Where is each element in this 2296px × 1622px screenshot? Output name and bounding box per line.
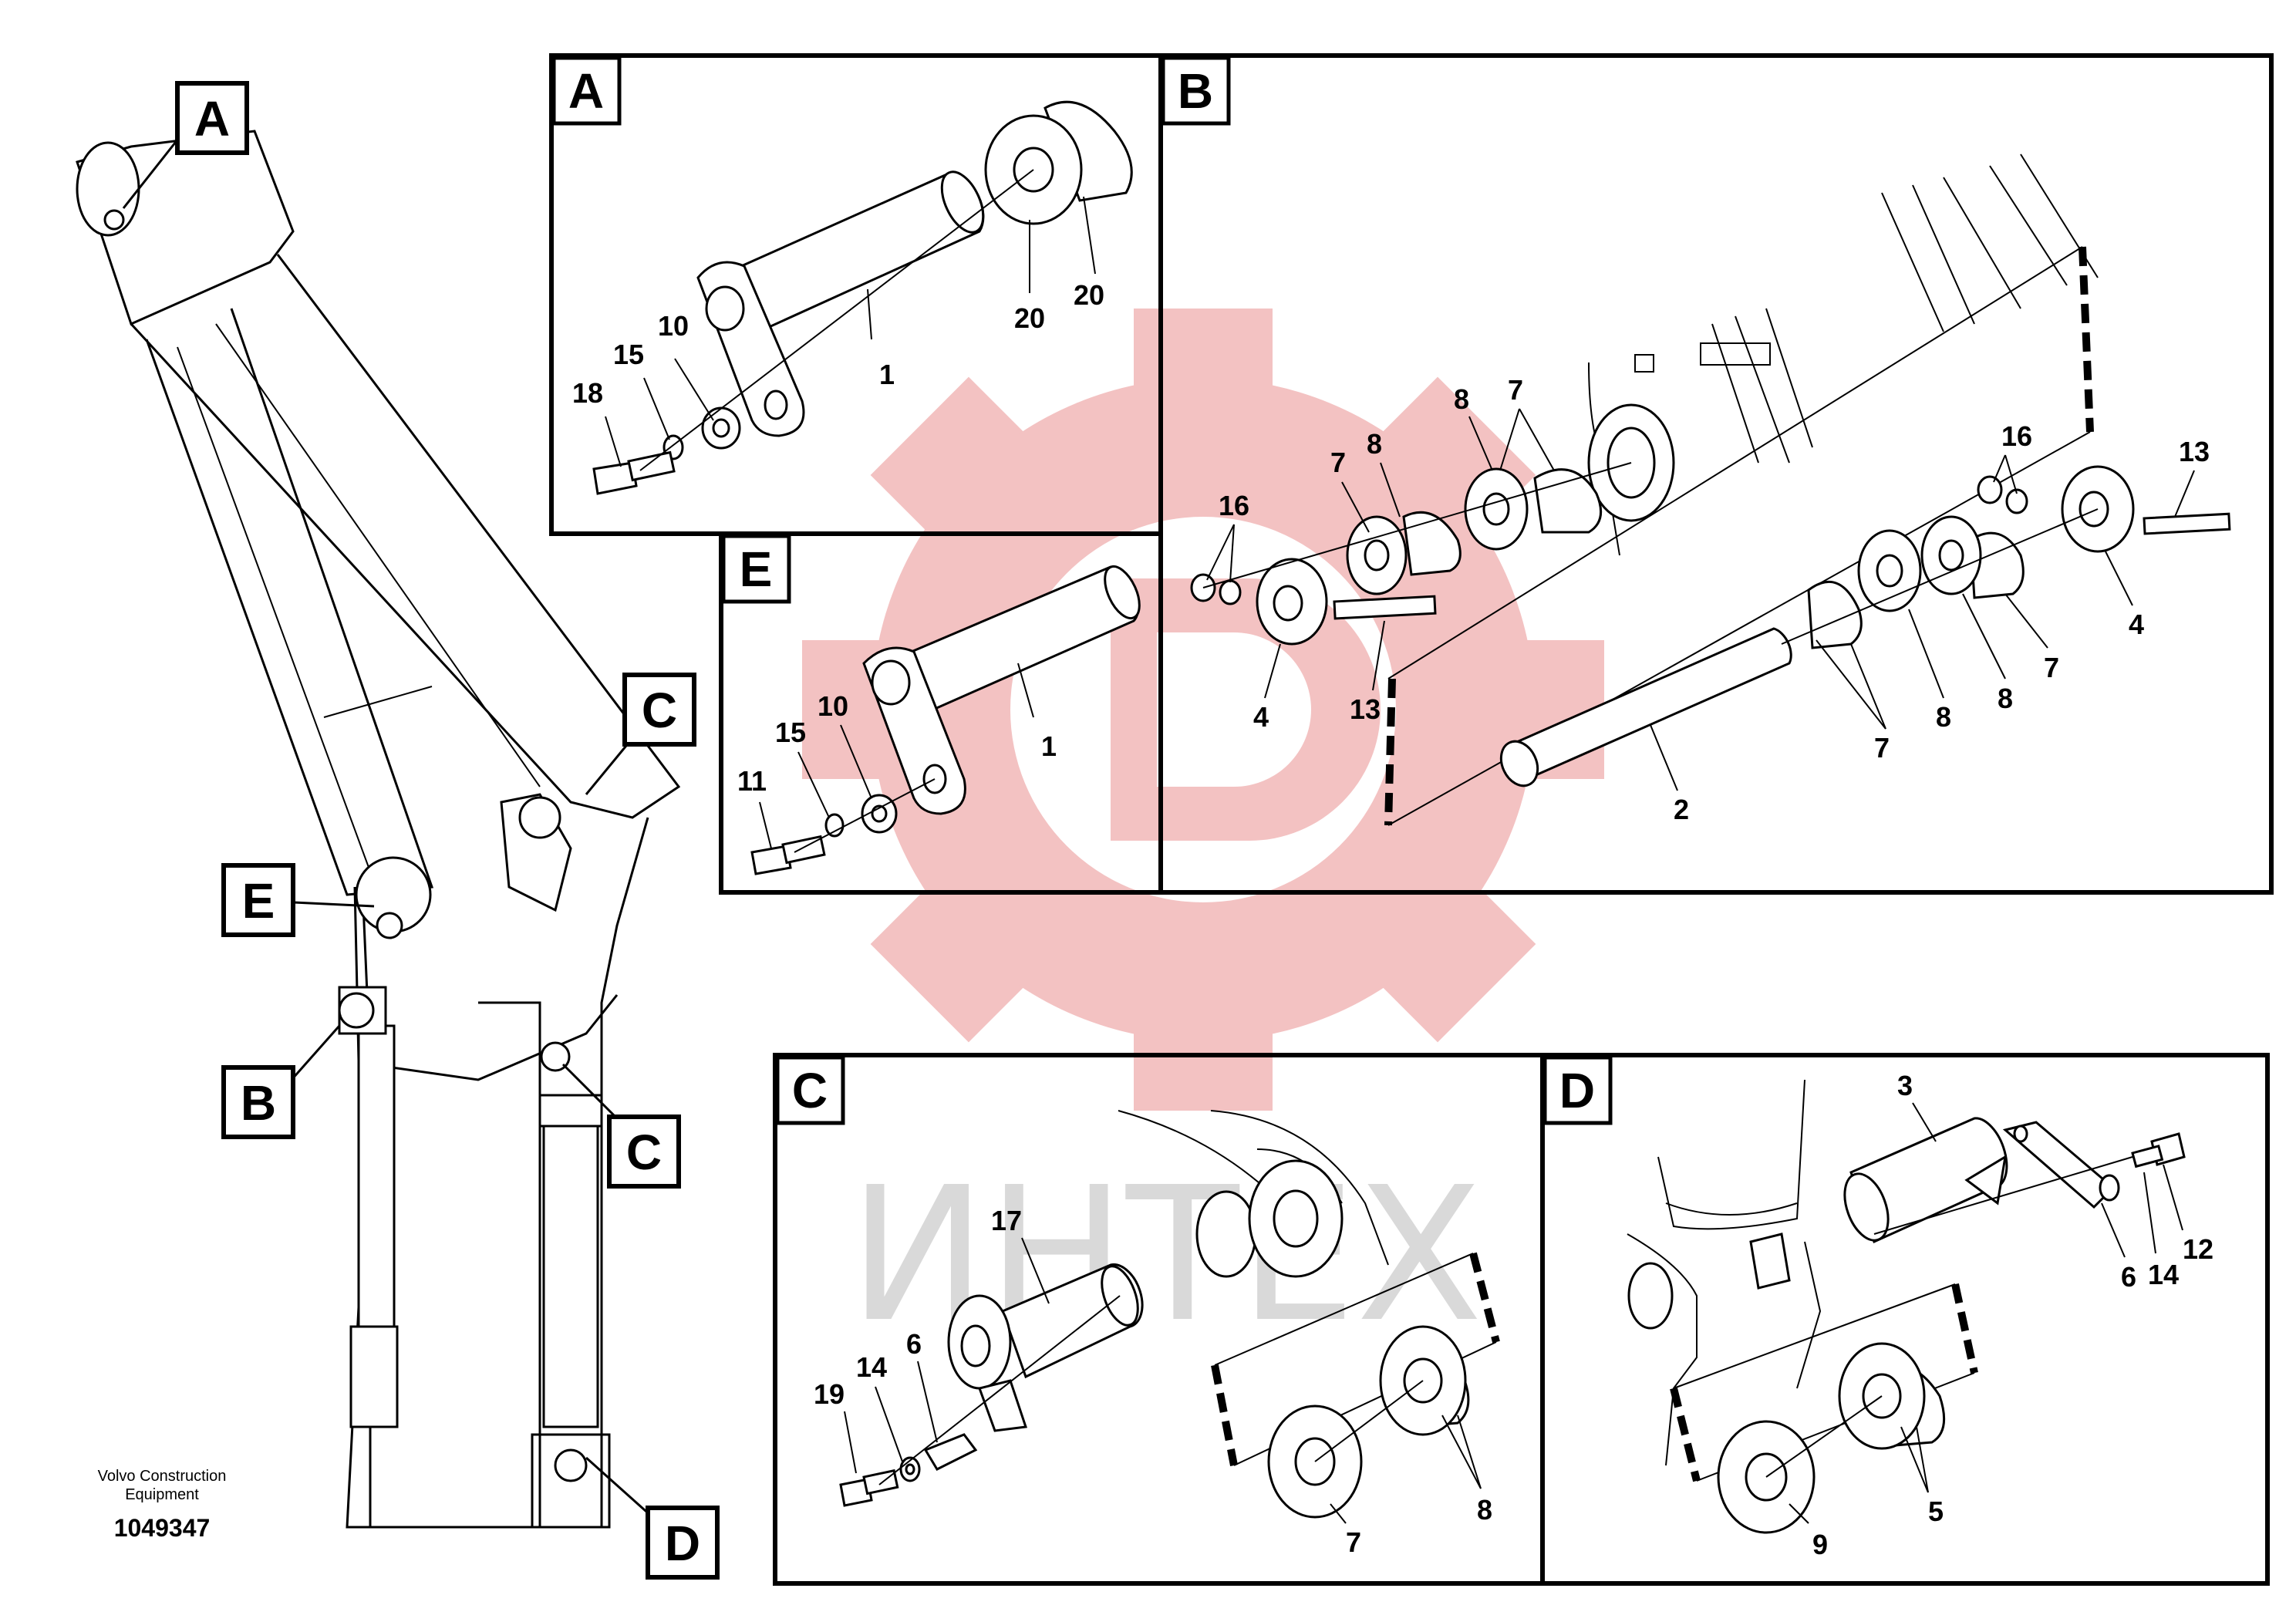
panel-D: D 3 12 14 xyxy=(1540,1053,2270,1586)
label-callouts-D: D xyxy=(665,1516,700,1571)
label-panels-C-labels-p14: 14 xyxy=(856,1351,887,1383)
label-panels-B-labels-p13r: 13 xyxy=(2179,436,2210,467)
label-panels-A-letter: A xyxy=(568,63,604,119)
label-panels-E-labels-p11: 11 xyxy=(737,765,767,797)
label-callouts-E: E xyxy=(242,873,275,929)
label-panels-D-labels-p6: 6 xyxy=(2121,1261,2136,1293)
label-panels-B-labels-p7m: 7 xyxy=(1508,374,1523,406)
label-panels-B-labels-p8l: 8 xyxy=(1367,428,1382,460)
label-callouts-C_upper: C xyxy=(642,683,677,738)
label-panels-A-labels-p10: 10 xyxy=(658,310,689,342)
label-panels-B-labels-p4l: 4 xyxy=(1253,701,1269,733)
callout-C-upper: C xyxy=(622,673,696,747)
footer: Volvo Construction Equipment 1049347 xyxy=(98,1468,227,1542)
label-panels-E-labels-p10: 10 xyxy=(818,690,848,722)
label-panels-B-labels-p13l: 13 xyxy=(1350,693,1381,725)
label-callouts-B: B xyxy=(241,1075,276,1131)
label-panels-C-labels-p17: 17 xyxy=(991,1205,1022,1236)
label-panels-B-labels-p8b: 8 xyxy=(1936,701,1951,733)
label-panels-A-labels-p15: 15 xyxy=(613,339,644,370)
label-panels-C-labels-p6: 6 xyxy=(906,1328,922,1360)
label-callouts-A: A xyxy=(194,91,230,147)
document-id: 1049347 xyxy=(114,1514,211,1542)
callout-B: B xyxy=(221,1065,295,1139)
label-panels-D-labels-p3: 3 xyxy=(1897,1070,1913,1101)
label-panels-A-labels-p1: 1 xyxy=(879,359,895,390)
label-panels-C-labels-p7: 7 xyxy=(1346,1526,1361,1558)
callout-D: D xyxy=(646,1506,720,1580)
label-panels-B-labels-p2: 2 xyxy=(1674,794,1689,825)
label-panels-B-labels-p8m: 8 xyxy=(1454,383,1469,415)
maker-line-1: Volvo Construction xyxy=(98,1468,227,1485)
label-panels-B-labels-p16l: 16 xyxy=(1219,490,1249,521)
label-panels-B-labels-p16r: 16 xyxy=(2001,420,2032,452)
machine-overview xyxy=(76,130,681,1529)
label-panels-E-labels-p1: 1 xyxy=(1041,730,1057,762)
label-panels-E-letter: E xyxy=(740,541,773,597)
callout-C-lower: C xyxy=(607,1114,681,1189)
callout-E: E xyxy=(221,863,295,937)
label-panels-B-labels-p8r: 8 xyxy=(1998,683,2013,714)
maker-line-2: Equipment xyxy=(125,1486,199,1503)
label-panels-D-labels-p5: 5 xyxy=(1928,1496,1944,1527)
label-panels-B-labels-p7b: 7 xyxy=(1874,732,1890,764)
label-panels-B-labels-p7l: 7 xyxy=(1330,447,1346,478)
label-panels-A-labels-p20a: 20 xyxy=(1014,302,1045,334)
label-panels-C-labels-p19: 19 xyxy=(814,1378,845,1410)
label-panels-C-letter: C xyxy=(792,1063,828,1118)
watermark-text: ИНТЕХ xyxy=(848,1147,1483,1363)
label-panels-B-letter: B xyxy=(1178,63,1213,119)
label-panels-D-letter: D xyxy=(1559,1063,1595,1118)
label-panels-A-labels-p18: 18 xyxy=(572,377,603,409)
label-panels-E-labels-p15: 15 xyxy=(775,717,806,748)
label-panels-A-labels-p20b: 20 xyxy=(1074,279,1104,311)
callout-A: A xyxy=(175,81,249,155)
label-panels-B-labels-p7r: 7 xyxy=(2044,652,2059,683)
label-panels-D-labels-p9: 9 xyxy=(1812,1529,1828,1560)
label-panels-D-labels-p12: 12 xyxy=(2183,1233,2213,1265)
label-panels-C-labels-p8: 8 xyxy=(1477,1494,1492,1526)
label-panels-D-labels-p14: 14 xyxy=(2148,1259,2179,1290)
panel-E: E 1 10 15 11 xyxy=(719,531,1163,895)
label-panels-B-labels-p4r: 4 xyxy=(2129,609,2144,640)
panel-B: B xyxy=(1158,53,2274,895)
label-callouts-C_lower: C xyxy=(626,1125,662,1180)
